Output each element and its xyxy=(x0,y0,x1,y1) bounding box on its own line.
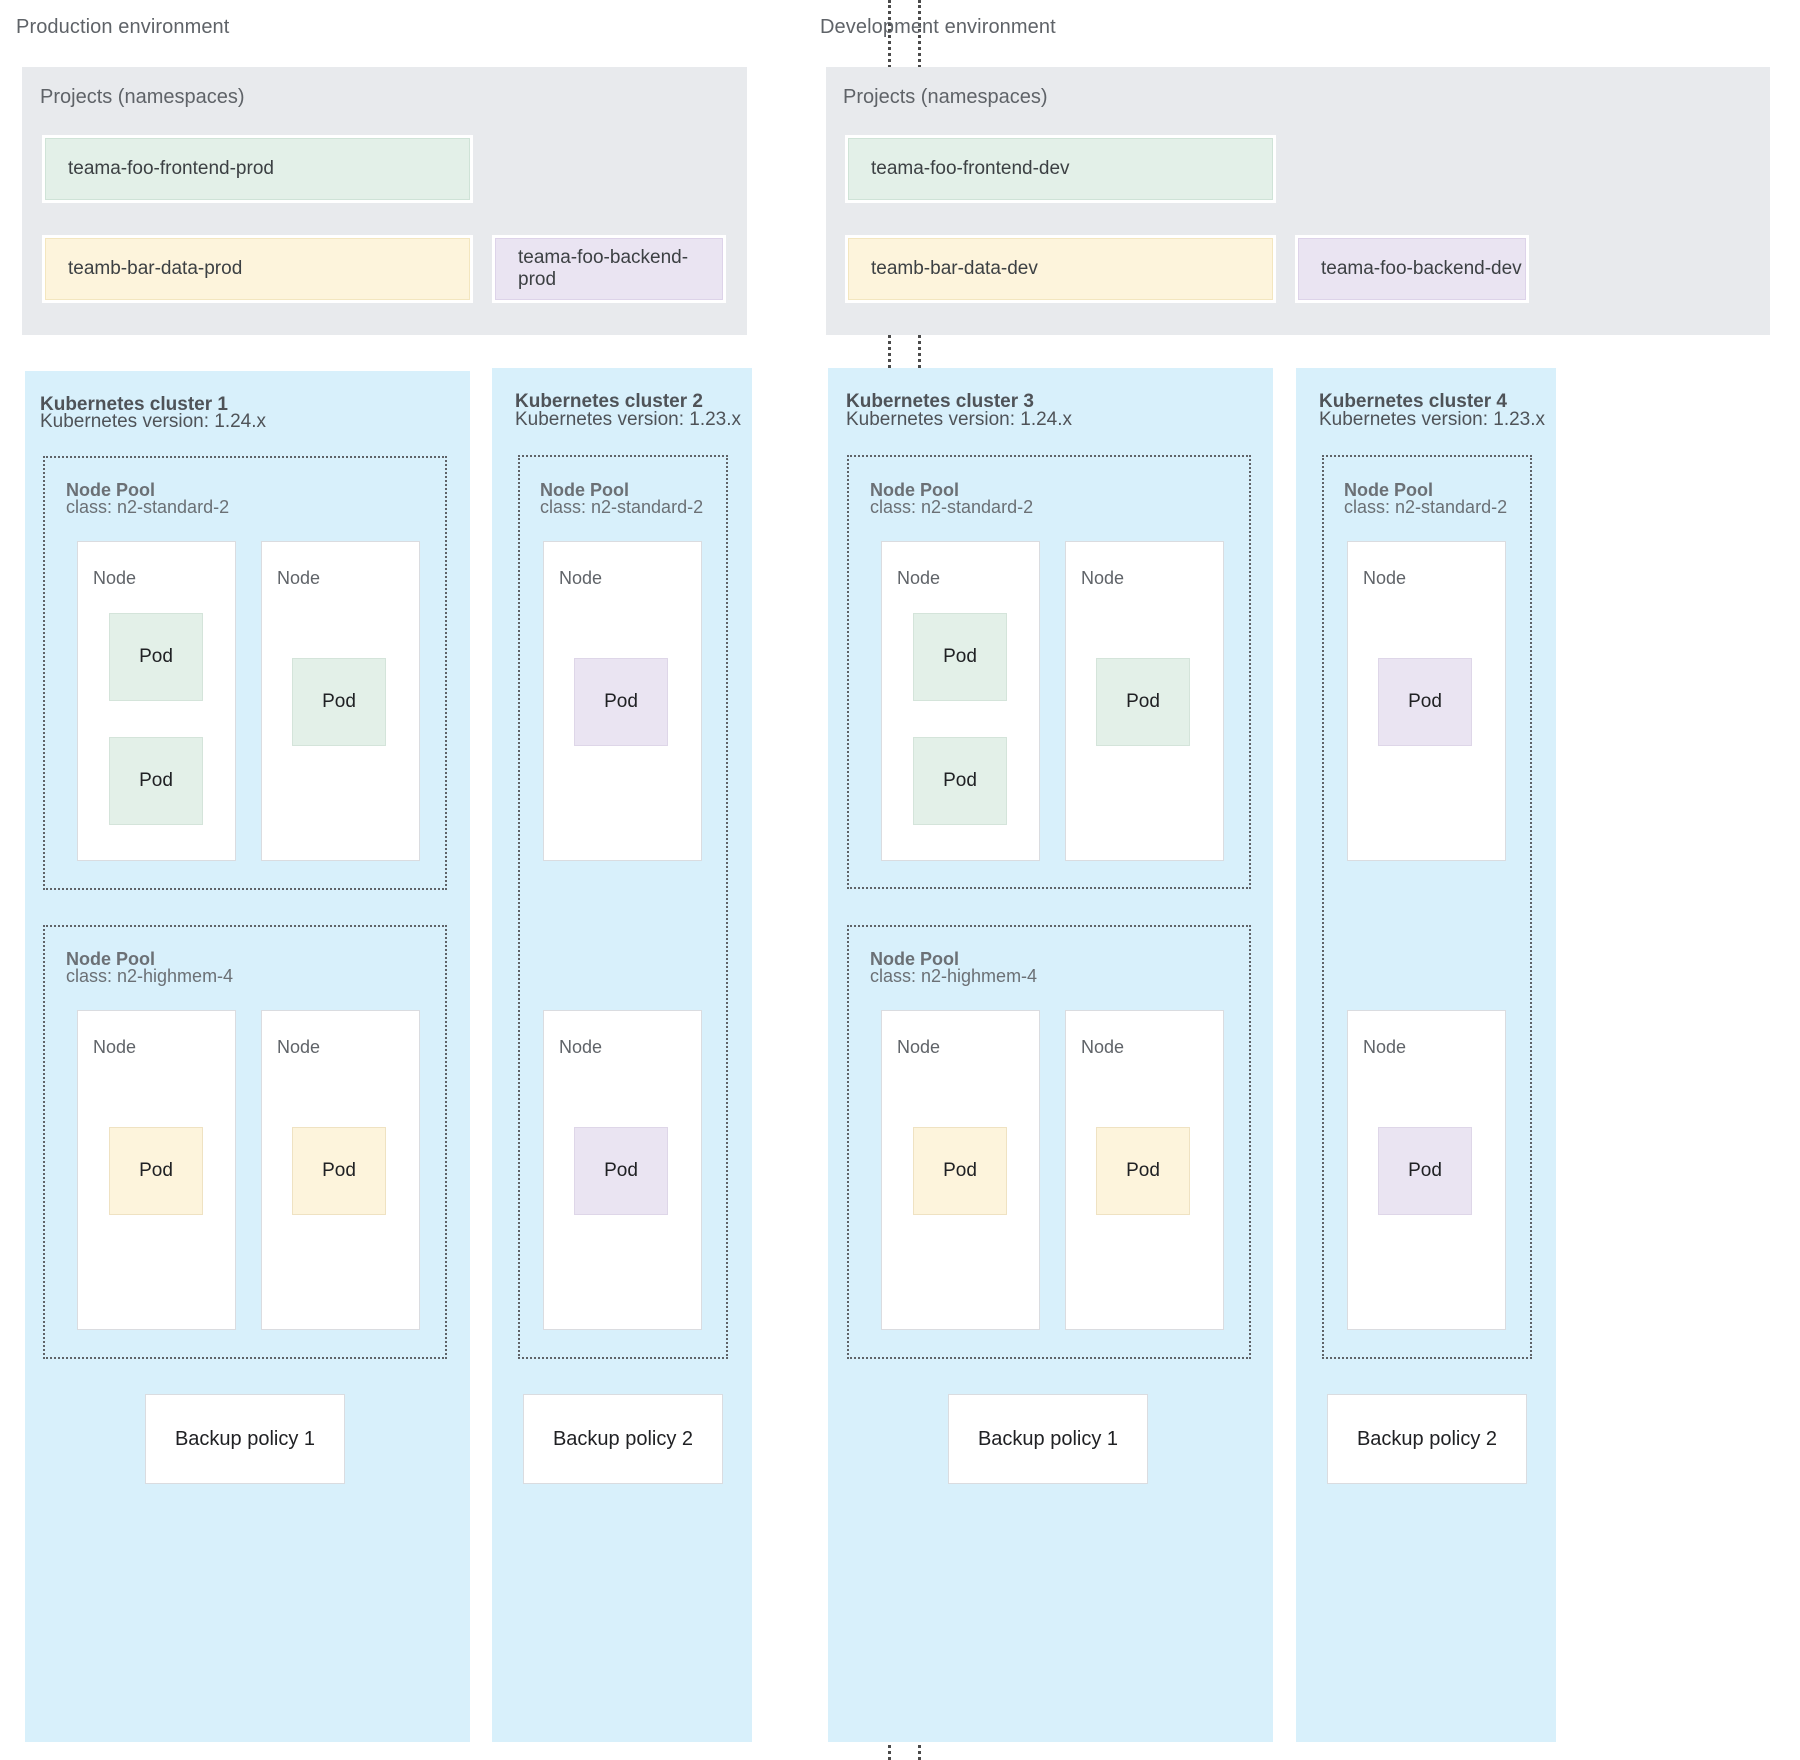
backup-policy-box[interactable]: Backup policy 1 xyxy=(145,1394,345,1484)
projects-label-production: Projects (namespaces) xyxy=(40,86,245,108)
node-label: Node xyxy=(897,1037,941,1057)
pod-box[interactable]: Pod xyxy=(1096,658,1190,746)
backup-policy-box[interactable]: Backup policy 2 xyxy=(523,1394,723,1484)
pod-box[interactable]: Pod xyxy=(292,658,386,746)
nodepool-title: Node Pool xyxy=(540,480,629,500)
namespace-box[interactable]: teama-foo-frontend-prod xyxy=(42,135,473,203)
nodepool-title: Node Pool xyxy=(1344,480,1433,500)
nodepool-title: Node Pool xyxy=(870,949,959,969)
namespace-box[interactable]: teama-foo-backend-prod xyxy=(492,235,726,303)
nodepool-box xyxy=(43,925,447,1359)
projects-label-development: Projects (namespaces) xyxy=(843,86,1048,108)
node-card xyxy=(1347,1010,1506,1330)
nodepool-box xyxy=(43,456,447,890)
node-label: Node xyxy=(1363,568,1407,588)
node-label: Node xyxy=(1363,1037,1407,1057)
pod-box[interactable]: Pod xyxy=(574,1127,668,1215)
node-label: Node xyxy=(93,1037,137,1057)
node-label: Node xyxy=(1081,1037,1125,1057)
nodepool-class: class: n2-highmem-4 xyxy=(66,966,234,986)
cluster-title: Kubernetes cluster 1 xyxy=(40,394,228,415)
nodepool-box xyxy=(847,455,1251,889)
cluster-title: Kubernetes cluster 3 xyxy=(846,391,1034,412)
node-label: Node xyxy=(277,1037,321,1057)
nodepool-title: Node Pool xyxy=(870,480,959,500)
node-label: Node xyxy=(559,568,603,588)
nodepool-class: class: n2-standard-2 xyxy=(540,497,704,517)
pod-box[interactable]: Pod xyxy=(292,1127,386,1215)
nodepool-class: class: n2-standard-2 xyxy=(1344,497,1508,517)
nodepool-box xyxy=(847,925,1251,1359)
pod-box[interactable]: Pod xyxy=(574,658,668,746)
node-label: Node xyxy=(897,568,941,588)
nodepool-class: class: n2-highmem-4 xyxy=(870,966,1038,986)
pod-box[interactable]: Pod xyxy=(109,1127,203,1215)
pod-box[interactable]: Pod xyxy=(913,613,1007,701)
cluster-version: Kubernetes version: 1.24.x xyxy=(846,409,1073,430)
node-label: Node xyxy=(1081,568,1125,588)
namespace-box[interactable]: teama-foo-backend-dev xyxy=(1295,235,1529,303)
cluster-version: Kubernetes version: 1.23.x xyxy=(515,409,742,430)
node-label: Node xyxy=(277,568,321,588)
node-label: Node xyxy=(93,568,137,588)
environment-title-production: Production environment xyxy=(16,16,230,38)
namespace-box[interactable]: teamb-bar-data-dev xyxy=(845,235,1276,303)
nodepool-title: Node Pool xyxy=(66,480,155,500)
backup-policy-box[interactable]: Backup policy 2 xyxy=(1327,1394,1527,1484)
backup-policy-box[interactable]: Backup policy 1 xyxy=(948,1394,1148,1484)
cluster-version: Kubernetes version: 1.23.x xyxy=(1319,409,1546,430)
cluster-version: Kubernetes version: 1.24.x xyxy=(40,411,267,432)
pod-box[interactable]: Pod xyxy=(1378,1127,1472,1215)
pod-box[interactable]: Pod xyxy=(109,613,203,701)
pod-box[interactable]: Pod xyxy=(1378,658,1472,746)
cluster-title: Kubernetes cluster 2 xyxy=(515,391,703,412)
namespace-box[interactable]: teama-foo-frontend-dev xyxy=(845,135,1276,203)
namespace-box[interactable]: teamb-bar-data-prod xyxy=(42,235,473,303)
nodepool-box xyxy=(1322,455,1532,1359)
pod-box[interactable]: Pod xyxy=(913,1127,1007,1215)
node-label: Node xyxy=(559,1037,603,1057)
nodepool-title: Node Pool xyxy=(66,949,155,969)
pod-box[interactable]: Pod xyxy=(913,737,1007,825)
environment-title-development: Development environment xyxy=(820,16,1056,38)
nodepool-class: class: n2-standard-2 xyxy=(870,497,1034,517)
nodepool-box xyxy=(518,455,728,1359)
cluster-title: Kubernetes cluster 4 xyxy=(1319,391,1507,412)
pod-box[interactable]: Pod xyxy=(109,737,203,825)
pod-box[interactable]: Pod xyxy=(1096,1127,1190,1215)
nodepool-class: class: n2-standard-2 xyxy=(66,497,230,517)
